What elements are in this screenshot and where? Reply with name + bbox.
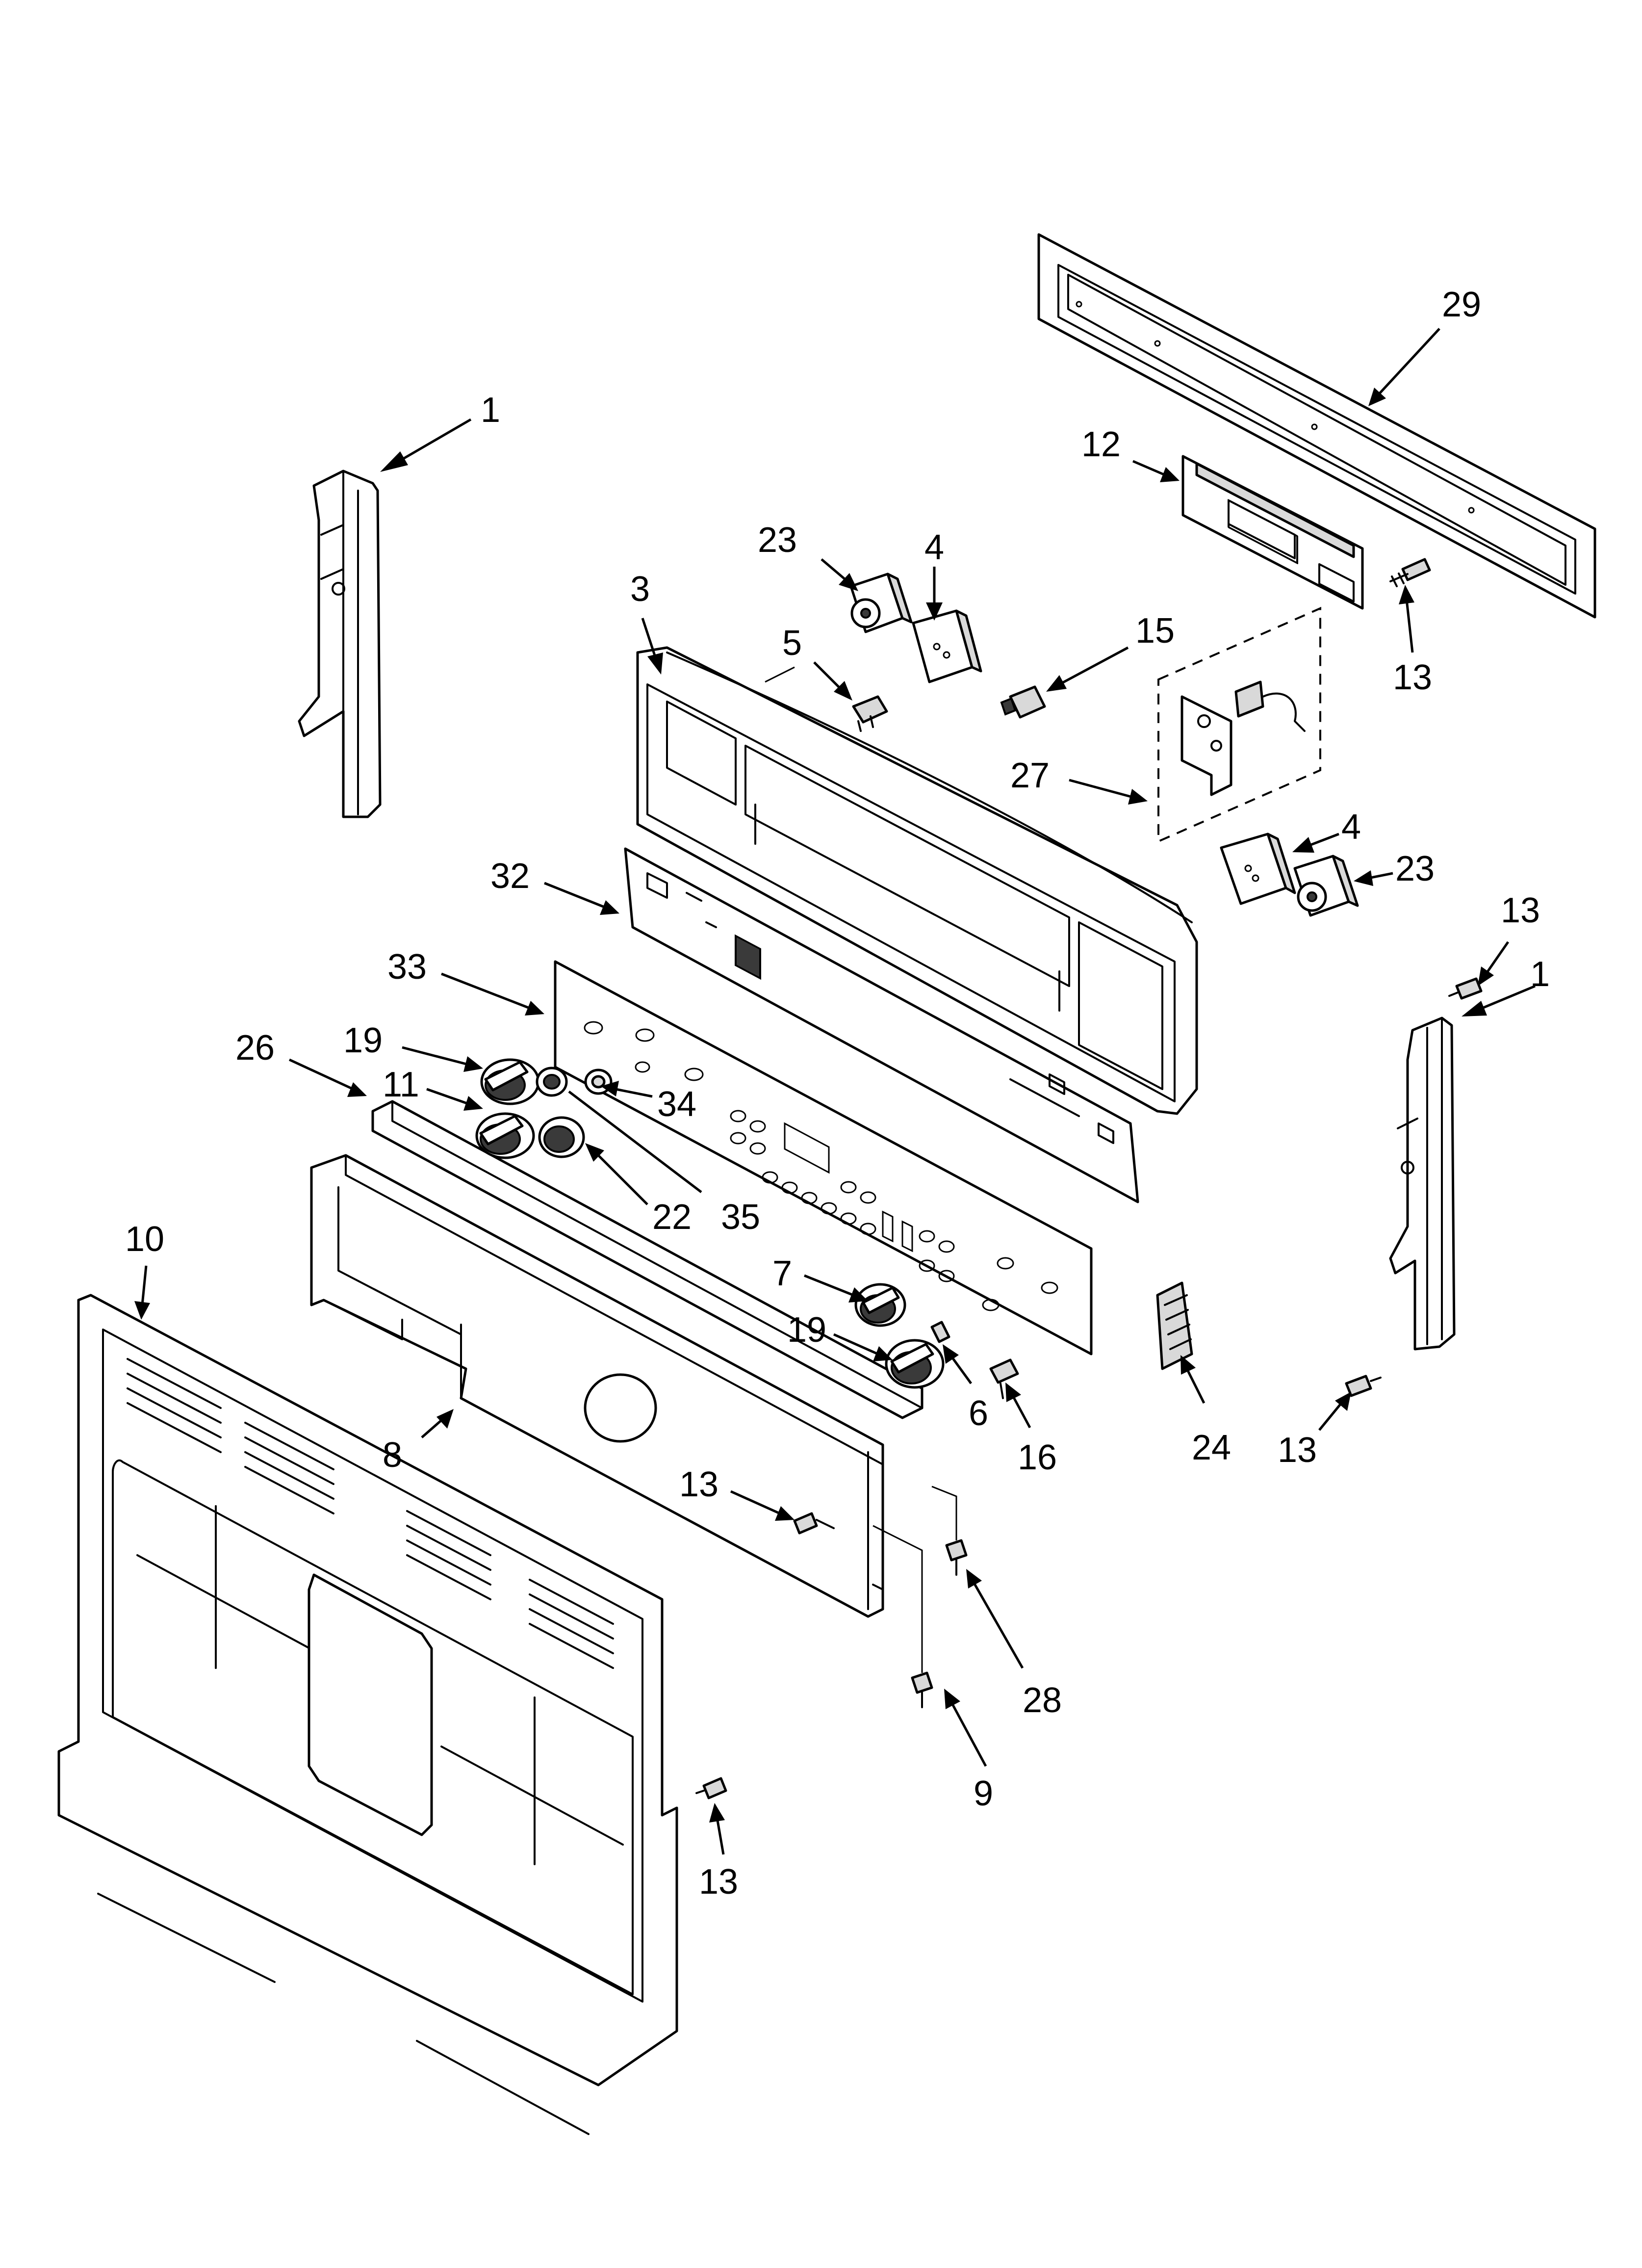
part-4-knob-housing-mid [1220,833,1296,905]
callout-16: 16 [1018,1438,1057,1477]
callout-22: 22 [652,1198,692,1237]
part-5-clip [852,695,888,732]
callout-35: 35 [721,1198,760,1237]
part-16-screw [989,1358,1019,1399]
part-19-knob-lower-right [885,1339,945,1389]
part-35-bezel [536,1067,568,1097]
part-32-mounting-bracket [624,847,1139,1203]
part-1-side-bracket-right [1389,1017,1456,1351]
callout-10: 10 [125,1220,164,1259]
part-4-knob-housing-top [912,609,982,683]
callout-19-b: 19 [787,1310,826,1350]
callout-3: 3 [630,570,650,609]
callout-13-d: 13 [679,1465,718,1504]
part-23-infinite-switch-mid [1293,855,1359,917]
callout-15: 15 [1135,611,1175,651]
callout-13-b: 13 [1501,891,1540,930]
vent-louvers [127,1358,614,1669]
part-19-knob-upper-left [480,1058,540,1105]
callout-1-right: 1 [1530,955,1550,994]
callout-29: 29 [1442,285,1481,324]
part-13-screw-b [1448,977,1483,1000]
callout-4-mid: 4 [1341,808,1361,847]
part-33-control-panel [554,960,1093,1356]
part-12-control-board [1181,455,1364,610]
callout-layer: 1 1 3 4 4 5 6 7 8 9 10 11 1 [125,285,1550,1902]
callout-5: 5 [782,624,802,663]
part-27-sensor-group [1157,606,1321,843]
callout-11: 11 [383,1065,419,1104]
callout-8: 8 [383,1435,402,1475]
callout-6: 6 [969,1394,988,1433]
part-3-console-housing [636,646,1198,1115]
callout-34: 34 [657,1085,696,1124]
keypad-area [730,1110,955,1282]
callout-12: 12 [1081,425,1121,464]
callout-26: 26 [235,1028,275,1068]
callout-9: 9 [974,1774,993,1813]
part-13-screw-d [793,1512,835,1535]
part-1-side-bracket-left [298,469,382,818]
part-23-infinite-switch-top [849,573,913,633]
part-26-rear-rail [371,1100,924,1419]
part-13-screw-a [1389,558,1431,587]
callout-13-a: 13 [1393,658,1432,697]
part-8-channel-bracket [310,1154,884,1618]
callout-13-e: 13 [699,1862,738,1902]
part-15-switch [1000,685,1046,719]
part-22-knob [538,1116,585,1158]
part-10-back-panel [57,1294,678,2135]
part-29-trim-frame [1037,233,1596,619]
part-7-knob [854,1283,906,1327]
callout-7: 7 [772,1254,792,1293]
callout-13-c: 13 [1278,1431,1317,1470]
callout-1-left: 1 [481,391,500,430]
callout-33: 33 [387,947,427,987]
part-28-screw [931,1486,968,1576]
part-13-screw-c [1345,1375,1382,1397]
callout-23-mid: 23 [1395,849,1435,888]
part-11-knob [475,1112,535,1159]
part-6-spring [930,1321,950,1343]
callout-24: 24 [1192,1428,1231,1467]
callout-23-top: 23 [758,521,797,560]
part-13-screw-e [695,1777,727,1799]
callout-28: 28 [1023,1681,1062,1720]
callout-4-top: 4 [924,528,944,567]
callout-19-a: 19 [343,1021,383,1060]
callout-27: 27 [1010,756,1050,795]
callout-32: 32 [490,857,530,896]
part-9-screw [872,1525,933,1708]
part-34-bezel [584,1069,613,1095]
part-24-wire-harness [1156,1281,1193,1370]
